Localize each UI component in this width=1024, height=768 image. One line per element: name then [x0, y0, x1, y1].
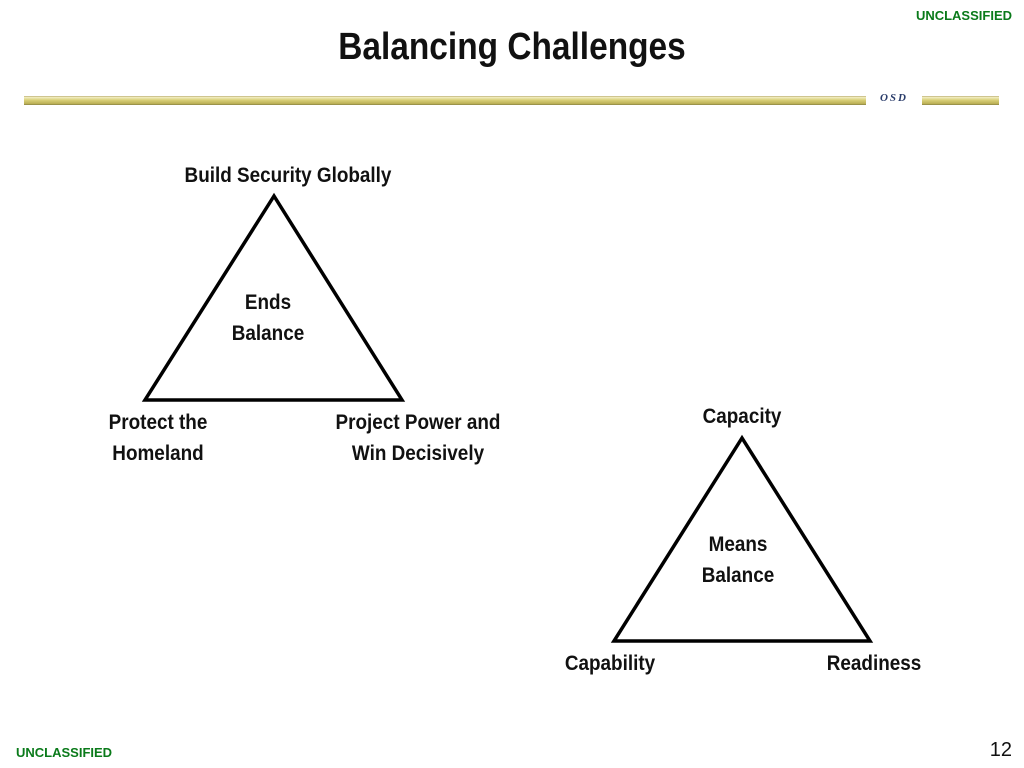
ends-center-label: Ends Balance	[205, 287, 331, 349]
ends-top-label: Build Security Globally	[162, 160, 414, 191]
osd-logo-text: OSD	[879, 92, 908, 104]
header-bar-right	[922, 96, 999, 105]
ends-center-line-2: Balance	[231, 322, 305, 345]
ends-bottom-right-label: Project Power and Win Decisively	[310, 407, 526, 469]
means-bottom-left-line: Capability	[564, 652, 656, 675]
classification-marking-bottom: UNCLASSIFIED	[16, 745, 113, 760]
ends-bottom-left-line-1: Protect the	[108, 411, 208, 434]
header-bar-left	[24, 96, 866, 105]
means-center-line-2: Balance	[701, 564, 775, 587]
means-bottom-left-label: Capability	[538, 648, 682, 679]
ends-bottom-left-line-2: Homeland	[112, 442, 204, 465]
page-number: 12	[989, 739, 1012, 761]
means-bottom-right-line: Readiness	[826, 652, 922, 675]
ends-center-line-1: Ends	[244, 291, 292, 314]
ends-bottom-right-line-1: Project Power and	[335, 411, 501, 434]
means-top-line: Capacity	[702, 405, 782, 428]
means-bottom-right-label: Readiness	[802, 648, 946, 679]
means-top-label: Capacity	[670, 401, 814, 432]
means-center-label: Means Balance	[675, 529, 801, 591]
means-triangle	[610, 434, 874, 643]
ends-top-line: Build Security Globally	[184, 164, 392, 187]
means-center-line-1: Means	[708, 533, 768, 556]
slide-title: Balancing Challenges	[338, 26, 686, 68]
ends-bottom-left-label: Protect the Homeland	[77, 407, 239, 469]
ends-bottom-right-line-2: Win Decisively	[351, 442, 485, 465]
ends-triangle	[141, 192, 406, 402]
classification-marking-top: UNCLASSIFIED	[915, 8, 1012, 23]
